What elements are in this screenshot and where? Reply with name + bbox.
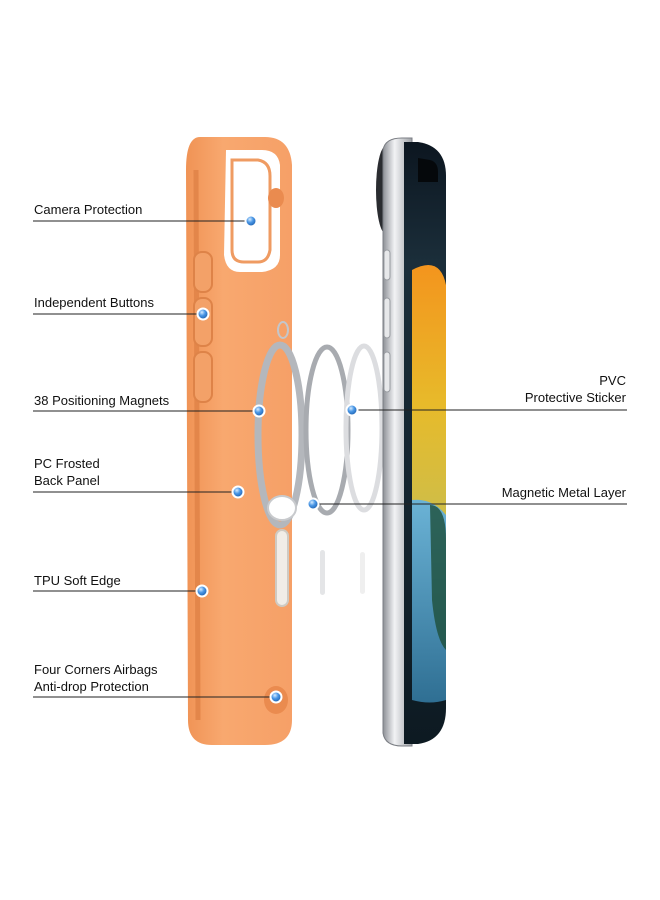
label-camera-protection: Camera Protection	[34, 201, 142, 218]
blue-dot-icon	[306, 497, 320, 511]
label-magnetic-metal-layer: Magnetic Metal Layer	[502, 484, 626, 501]
label-back-panel-line1: PC Frosted	[34, 456, 100, 471]
label-back-panel: PC Frosted Back Panel	[34, 455, 100, 489]
blue-dot-icon	[345, 403, 359, 417]
label-tpu-soft-edge-text: TPU Soft Edge	[34, 573, 121, 588]
label-corner-airbags: Four Corners Airbags Anti-drop Protectio…	[34, 661, 158, 695]
pvc-sticker	[343, 343, 385, 594]
label-positioning-magnets-text: 38 Positioning Magnets	[34, 393, 170, 408]
label-independent-buttons: Independent Buttons	[34, 294, 154, 311]
blue-dot-icon	[252, 404, 266, 418]
blue-dot-icon	[195, 584, 209, 598]
blue-dot-icon	[196, 307, 210, 321]
blue-dot-icon	[244, 214, 258, 228]
metal-layer	[303, 344, 351, 595]
label-corner-airbags-line1: Four Corners Airbags	[34, 662, 158, 677]
blue-dot-icon	[269, 690, 283, 704]
callout-dots	[195, 214, 359, 704]
label-pvc-sticker: PVC Protective Sticker	[525, 372, 626, 406]
label-back-panel-line2: Back Panel	[34, 473, 100, 488]
blue-dot-icon	[231, 485, 245, 499]
label-magnetic-metal-layer-text: Magnetic Metal Layer	[501, 485, 626, 500]
label-corner-airbags-line2: Anti-drop Protection	[34, 679, 149, 694]
label-independent-buttons-text: Independent Buttons	[34, 295, 154, 310]
leader-lines	[33, 220, 627, 698]
phone-case	[186, 137, 292, 745]
label-camera-protection-text: Camera Protection	[34, 202, 143, 217]
label-positioning-magnets: 38 Positioning Magnets	[34, 392, 169, 409]
label-tpu-soft-edge: TPU Soft Edge	[34, 572, 121, 589]
label-pvc-sticker-line1: PVC	[599, 373, 626, 388]
label-pvc-sticker-line2: Protective Sticker	[524, 390, 626, 405]
magnet-ring	[254, 321, 306, 607]
phone	[376, 137, 446, 747]
